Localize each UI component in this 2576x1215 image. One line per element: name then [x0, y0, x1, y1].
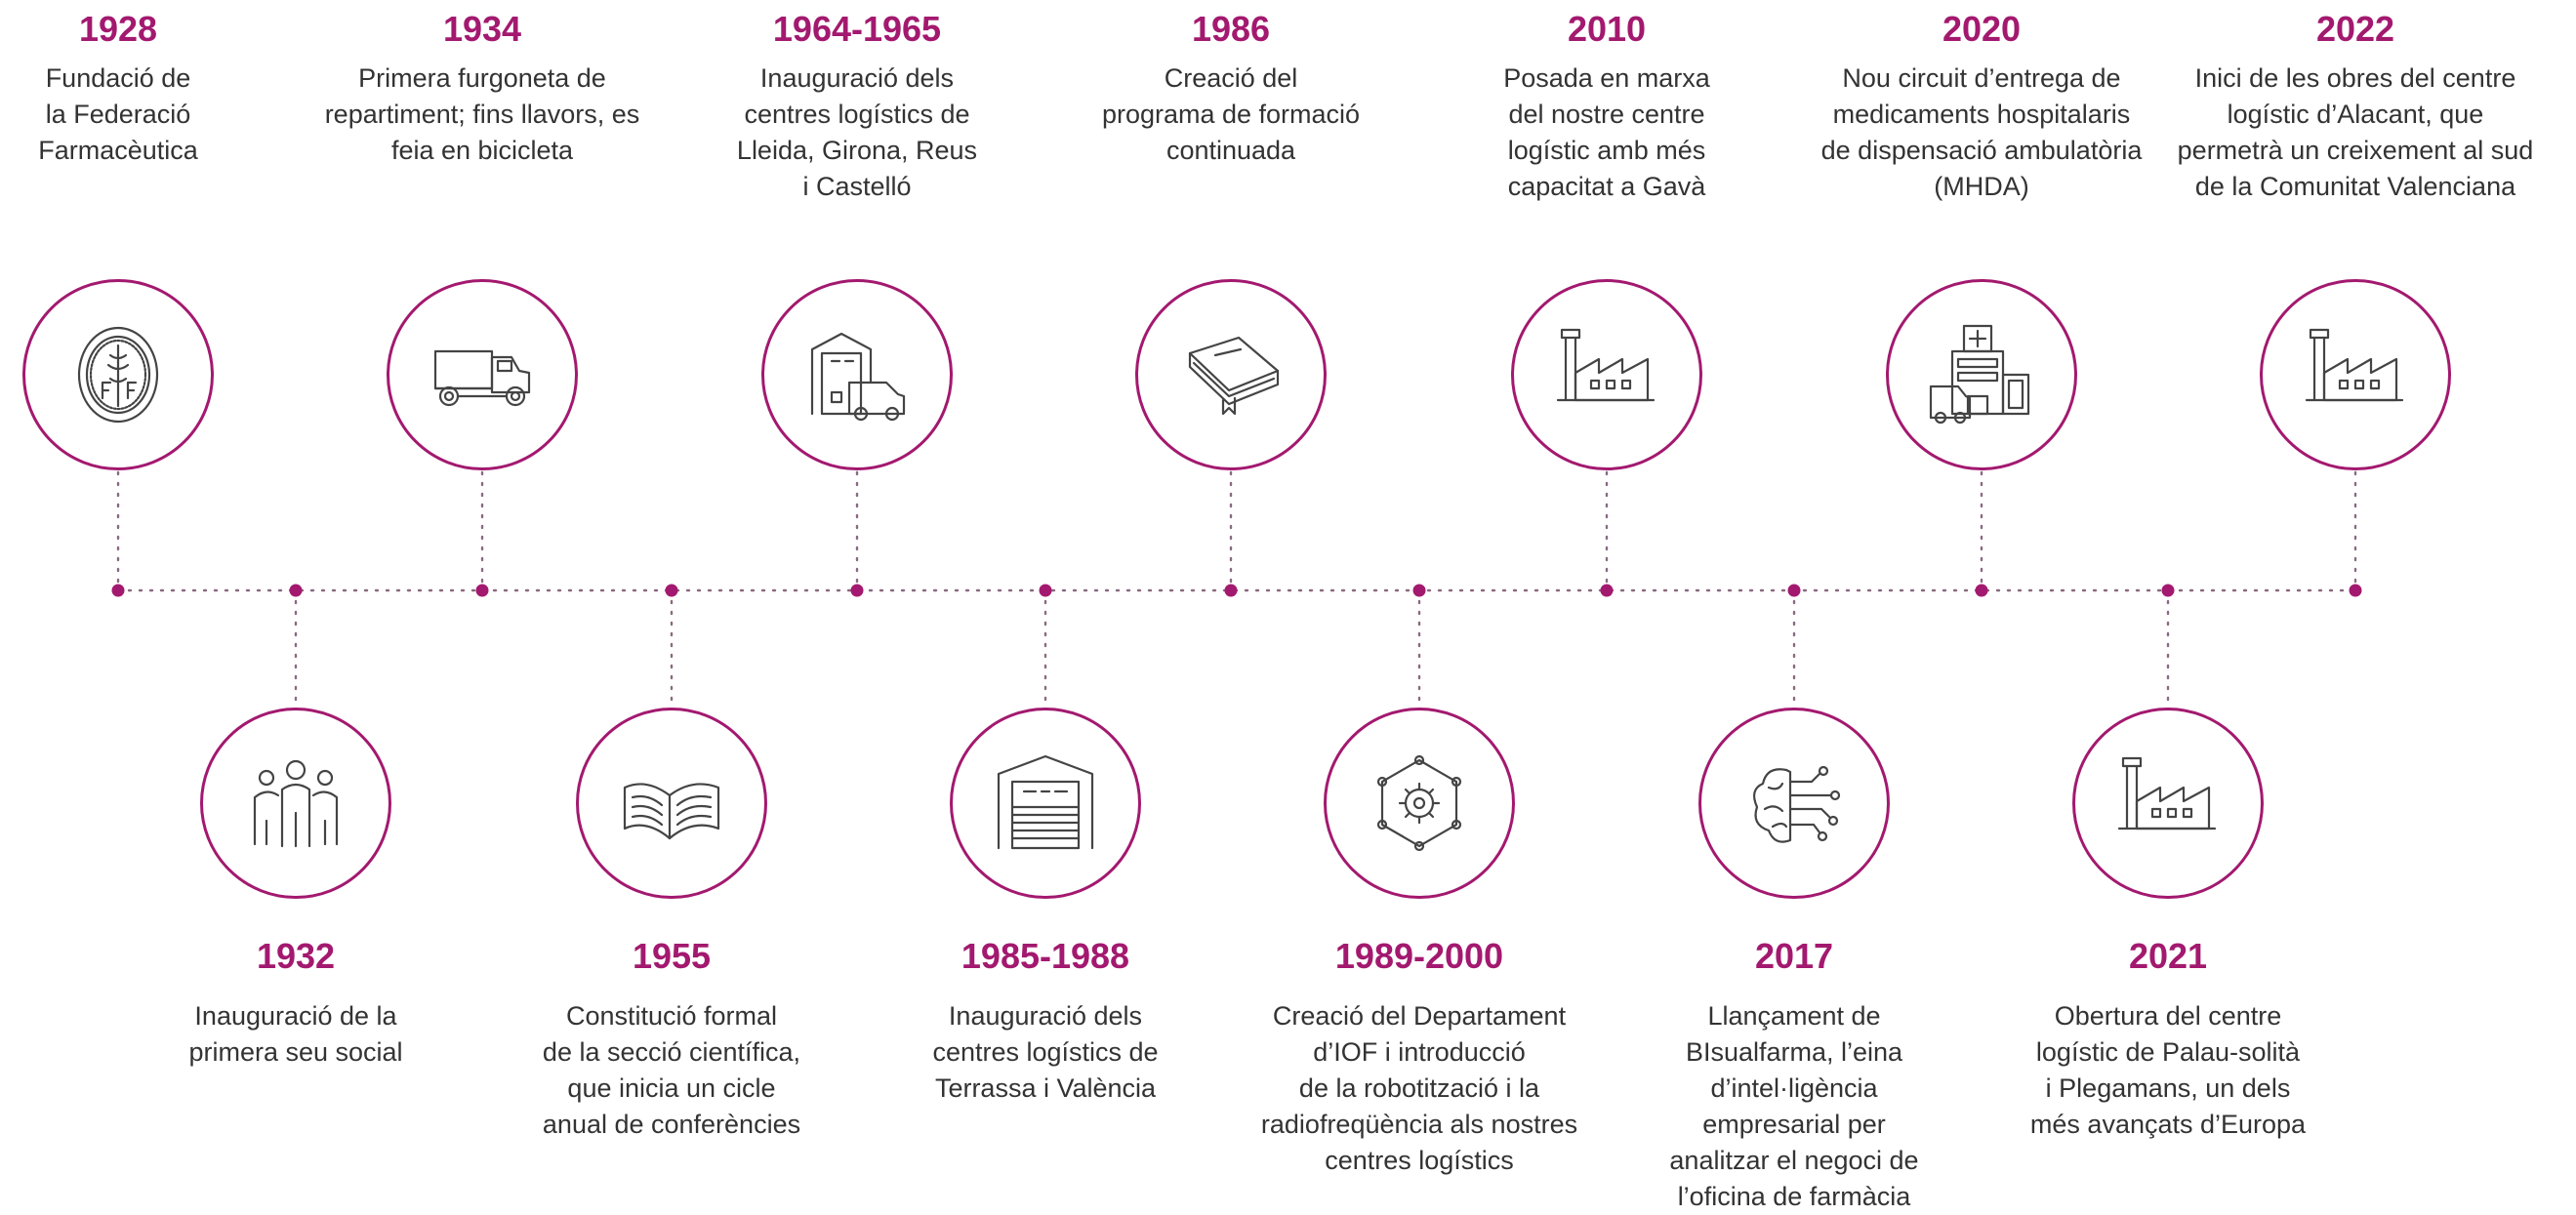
timeline-dot: [665, 584, 678, 597]
event-year: 1989-2000: [1334, 936, 1504, 976]
warehouse-door-icon: [997, 754, 1094, 850]
event-description: Inauguració dels centres logístics de Te…: [932, 1001, 1159, 1103]
event-icon-circle: [22, 279, 214, 470]
timeline-dot: [1975, 584, 1988, 597]
event-year: 2022: [2315, 9, 2395, 49]
event-description: Creació del Departament d’IOF i introduc…: [1260, 1001, 1578, 1175]
event-year: 1985-1988: [961, 936, 1130, 976]
hospital-ambulance-icon: [1929, 324, 2030, 425]
factory-icon: [2305, 328, 2404, 402]
brain-circuit-icon: [1752, 765, 1841, 843]
event-description: Inauguració de la primera seu social: [188, 1001, 403, 1067]
event-icon-circle: [200, 708, 391, 899]
people-group-icon: [253, 759, 339, 848]
delivery-truck-icon: [433, 349, 531, 407]
event-year: 2010: [1567, 9, 1647, 49]
event-year: 1934: [442, 9, 522, 49]
gear-network-icon: [1376, 754, 1462, 852]
timeline-dot: [1224, 584, 1238, 597]
event-description: Inauguració dels centres logístics de Ll…: [736, 63, 978, 201]
event-icon-circle: [950, 708, 1141, 899]
event-year: 2021: [2128, 936, 2208, 976]
timeline-dot: [289, 584, 303, 597]
event-year: 1986: [1191, 9, 1271, 49]
event-icon-circle: [576, 708, 767, 899]
event-year: 1955: [632, 936, 712, 976]
seal-icon: [77, 326, 159, 424]
event-year: 1964-1965: [772, 9, 942, 49]
factory-icon: [1556, 328, 1656, 402]
event-icon-circle: [1511, 279, 1702, 470]
event-description: Posada en marxa del nostre centre logíst…: [1503, 63, 1710, 201]
event-description: Obertura del centre logístic de Palau-so…: [2029, 1001, 2307, 1139]
event-year: 2020: [1942, 9, 2022, 49]
timeline-dot: [2349, 584, 2362, 597]
factory-icon: [2117, 756, 2217, 830]
event-icon-circle: [761, 279, 953, 470]
timeline-dot: [1787, 584, 1801, 597]
event-description: Inici de les obres del centre logístic d…: [2177, 63, 2534, 201]
event-icon-circle: [1698, 708, 1890, 899]
event-icon-circle: [1135, 279, 1327, 470]
event-icon-circle: [1886, 279, 2077, 470]
event-description: Constitució formal de la secció científi…: [542, 1001, 801, 1139]
event-description: Creació del programa de formació continu…: [1101, 63, 1361, 165]
event-icon-circle: [387, 279, 578, 470]
event-year: 1928: [78, 9, 158, 49]
event-icon-circle: [2260, 279, 2451, 470]
event-description: Primera furgoneta de repartiment; fins l…: [324, 63, 640, 165]
timeline-dot: [475, 584, 489, 597]
event-icon-circle: [1324, 708, 1515, 899]
timeline-dot: [1600, 584, 1614, 597]
timeline-dot: [850, 584, 864, 597]
event-description: Llançament de BIsualfarma, l’eina d’inte…: [1669, 1001, 1919, 1211]
timeline-dot: [1039, 584, 1052, 597]
event-description: Nou circuit d’entrega de medicaments hos…: [1820, 63, 2143, 201]
event-year: 1932: [256, 936, 336, 976]
event-icon-circle: [2072, 708, 2264, 899]
timeline-dot: [111, 584, 125, 597]
timeline-dot: [1412, 584, 1426, 597]
event-year: 2017: [1754, 936, 1834, 976]
event-description: Fundació de la Federació Farmacèutica: [38, 63, 198, 165]
open-book-icon: [623, 783, 720, 840]
book-icon: [1188, 336, 1280, 416]
warehouse-van-icon: [810, 332, 906, 422]
timeline-dot: [2161, 584, 2175, 597]
